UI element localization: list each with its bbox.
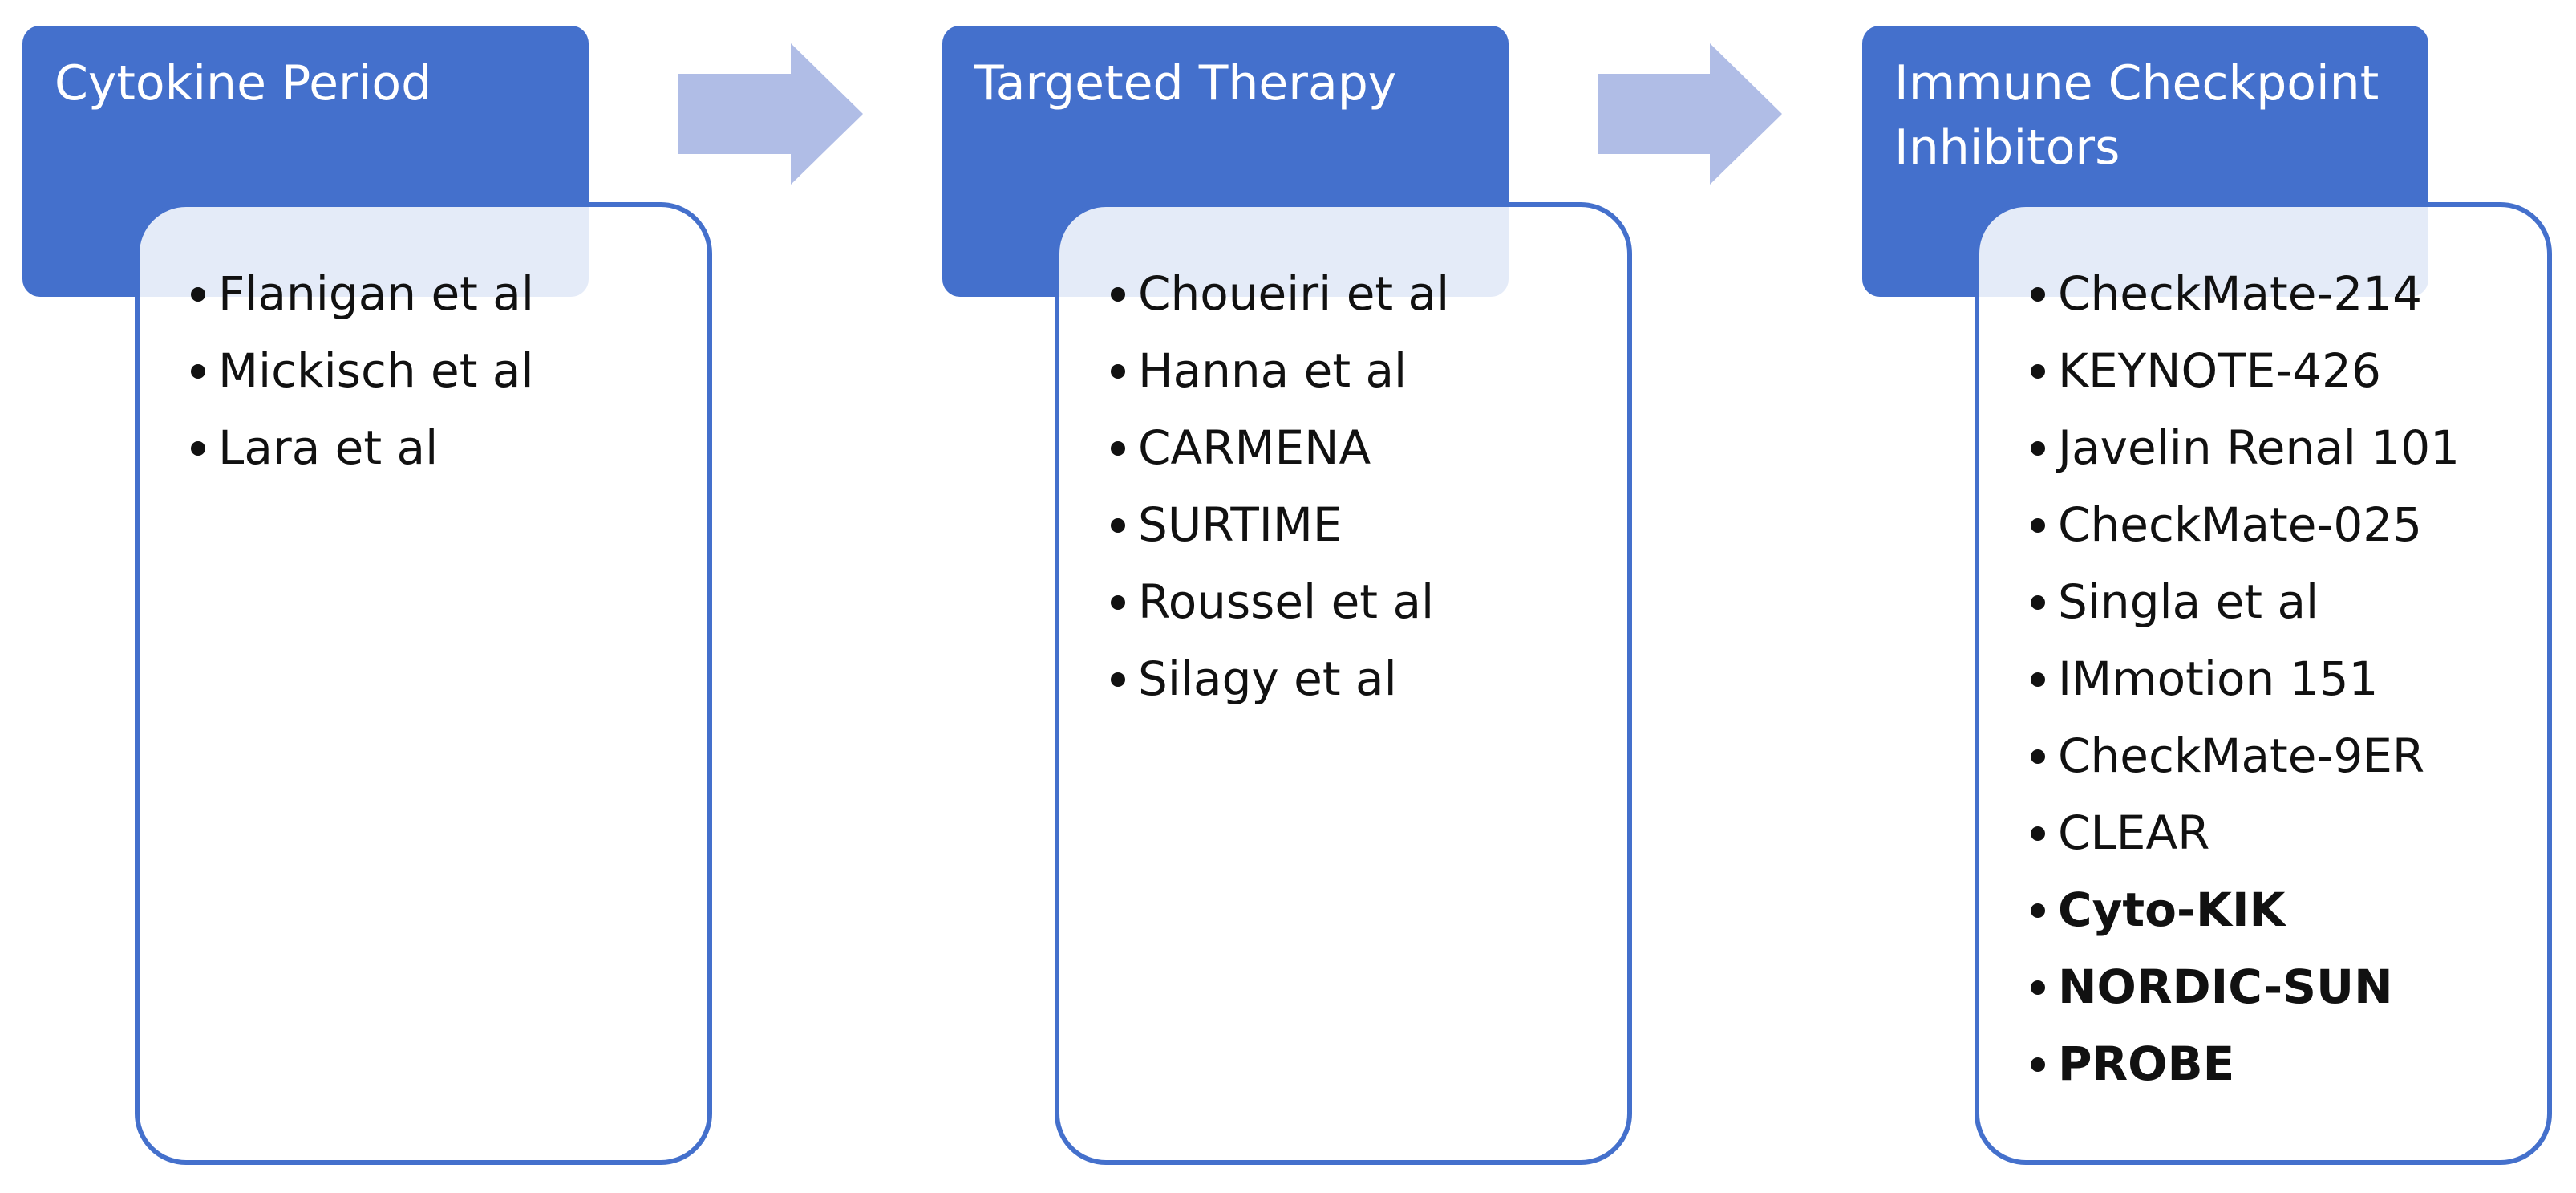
list-item: Hanna et al (1108, 332, 1627, 409)
list-item: KEYNOTE-426 (2027, 332, 2547, 409)
list-item: Cyto-KIK (2027, 871, 2547, 948)
list-item: Singla et al (2027, 563, 2547, 640)
list-item: CheckMate-214 (2027, 255, 2547, 332)
stage-title: Cytokine Period (55, 55, 432, 112)
list-item: Mickisch et al (188, 332, 707, 409)
stage-title: Immune Checkpoint Inhibitors (1894, 55, 2380, 176)
list-item: CARMENA (1108, 409, 1627, 486)
list-item: CheckMate-9ER (2027, 717, 2547, 794)
list-item: CLEAR (2027, 794, 2547, 871)
list-item: Roussel et al (1108, 563, 1627, 640)
arrow-right-icon (678, 43, 863, 185)
list-item: PROBE (2027, 1025, 2547, 1102)
list-item: Silagy et al (1108, 640, 1627, 717)
list-item: IMmotion 151 (2027, 640, 2547, 717)
list-item: NORDIC-SUN (2027, 948, 2547, 1025)
arrow-right-icon (1598, 43, 1782, 185)
list-item: Choueiri et al (1108, 255, 1627, 332)
stage-title: Targeted Therapy (974, 55, 1397, 112)
list-item: SURTIME (1108, 486, 1627, 563)
list-item: Lara et al (188, 409, 707, 486)
list-item: CheckMate-025 (2027, 486, 2547, 563)
list-item: Flanigan et al (188, 255, 707, 332)
list-item: Javelin Renal 101 (2027, 409, 2547, 486)
